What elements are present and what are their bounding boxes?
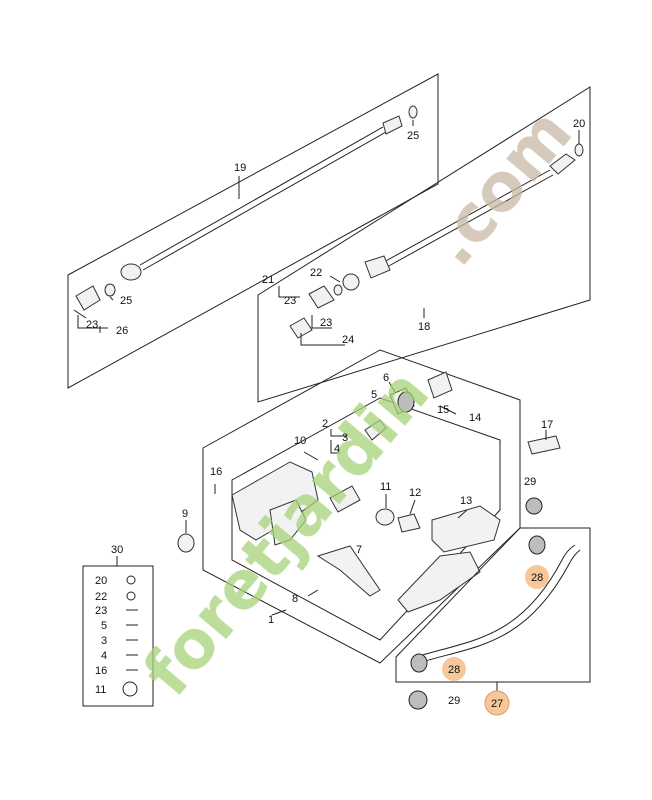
highlight-28-lower: [442, 657, 466, 681]
label-28: 28: [531, 572, 543, 584]
lance-panel-2: [257, 86, 591, 403]
label-13: 13: [460, 495, 472, 507]
label-25: 25: [120, 295, 132, 307]
label-15: 15: [437, 404, 449, 416]
lance-panel-1: [67, 73, 439, 389]
watermark: foretjardin .com: [128, 94, 587, 710]
kit-label-20: 20: [95, 575, 107, 587]
label-24: 24: [342, 334, 354, 346]
label-18: 18: [418, 321, 430, 333]
label-23: 23: [320, 317, 332, 329]
label-25: 25: [407, 130, 419, 142]
label-27: 27: [491, 698, 503, 710]
highlight-27: [484, 690, 510, 716]
callout-labels: 19 25 20 25 23 26 21 22 23 23 24 18 6 5 …: [86, 118, 585, 710]
label-9: 9: [182, 508, 188, 520]
label-28: 28: [448, 664, 460, 676]
main-frame: [177, 349, 561, 664]
watermark-suffix: .com: [413, 94, 587, 280]
kit-label-23: 23: [95, 605, 107, 617]
label-26: 26: [116, 325, 128, 337]
highlight-circles: [442, 565, 549, 716]
label-6: 6: [383, 372, 389, 384]
label-29: 29: [524, 476, 536, 488]
label-30: 30: [111, 544, 123, 556]
label-1: 1: [268, 614, 274, 626]
kit-box-30: [82, 556, 154, 707]
kit-label-16: 16: [95, 665, 107, 677]
label-11: 11: [380, 481, 391, 493]
kit-label-3: 3: [101, 635, 107, 647]
kit-label-4: 4: [101, 650, 107, 662]
label-16: 16: [210, 466, 222, 478]
label-10: 10: [294, 435, 306, 447]
label-4: 4: [334, 443, 340, 455]
label-19: 19: [234, 162, 246, 174]
label-8: 8: [292, 593, 298, 605]
kit-label-5: 5: [101, 620, 107, 632]
kit-label-11: 11: [95, 684, 106, 696]
kit-label-22: 22: [95, 591, 107, 603]
label-21: 21: [262, 274, 274, 286]
label-5: 5: [371, 389, 377, 401]
label-20: 20: [573, 118, 585, 130]
label-12: 12: [409, 487, 421, 499]
label-17: 17: [541, 419, 553, 431]
label-23: 23: [284, 295, 296, 307]
label-7: 7: [356, 544, 362, 556]
highlight-28-upper: [525, 565, 549, 589]
label-23: 23: [86, 319, 98, 331]
label-3: 3: [342, 432, 348, 444]
label-2: 2: [322, 418, 328, 430]
label-29: 29: [448, 695, 460, 707]
label-14: 14: [469, 412, 481, 424]
label-22: 22: [310, 267, 322, 279]
hose-frame: [395, 527, 591, 710]
